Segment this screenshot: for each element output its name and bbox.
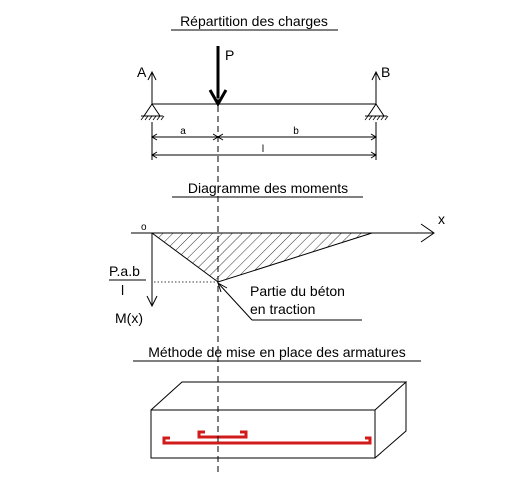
support-a-hatch xyxy=(140,115,165,121)
max-moment-denominator: l xyxy=(121,282,124,298)
support-b-triangle xyxy=(367,103,385,117)
rebar-short xyxy=(197,430,248,439)
dim-a-label: a xyxy=(180,126,186,137)
rebar-main xyxy=(162,436,372,445)
x-axis-label: x xyxy=(438,211,445,227)
dim-l-label: l xyxy=(262,144,264,155)
origin-label: o xyxy=(141,222,147,233)
dim-b-label: b xyxy=(293,126,299,137)
title-load-distribution: Répartition des charges xyxy=(180,13,328,29)
y-axis-label: M(x) xyxy=(115,310,143,326)
moment-triangle xyxy=(150,232,373,283)
reaction-arrow-a-head xyxy=(147,70,157,81)
support-a-label: A xyxy=(137,64,147,80)
dimension-lines xyxy=(151,122,377,160)
annotation-line-1: Partie du béton xyxy=(250,283,345,299)
load-label: P xyxy=(225,47,234,63)
annotation-arrow xyxy=(217,281,228,293)
support-b-hatch xyxy=(364,115,389,121)
x-axis-arrow xyxy=(420,223,435,243)
beam-box xyxy=(150,381,408,459)
y-axis-arrow xyxy=(146,295,158,308)
reaction-arrow-b-head xyxy=(371,70,381,81)
max-moment-numerator: P.a.b xyxy=(109,263,140,279)
title-moment-diagram: Diagramme des moments xyxy=(188,180,348,196)
rebar-group xyxy=(162,430,372,445)
support-b-label: B xyxy=(381,64,390,80)
annotation-leader xyxy=(217,282,253,321)
load-arrow-head xyxy=(208,89,228,108)
title-rebar-method: Méthode de mise en place des armatures xyxy=(148,344,406,360)
annotation-line-2: en traction xyxy=(250,301,315,317)
support-a-triangle xyxy=(143,103,161,117)
